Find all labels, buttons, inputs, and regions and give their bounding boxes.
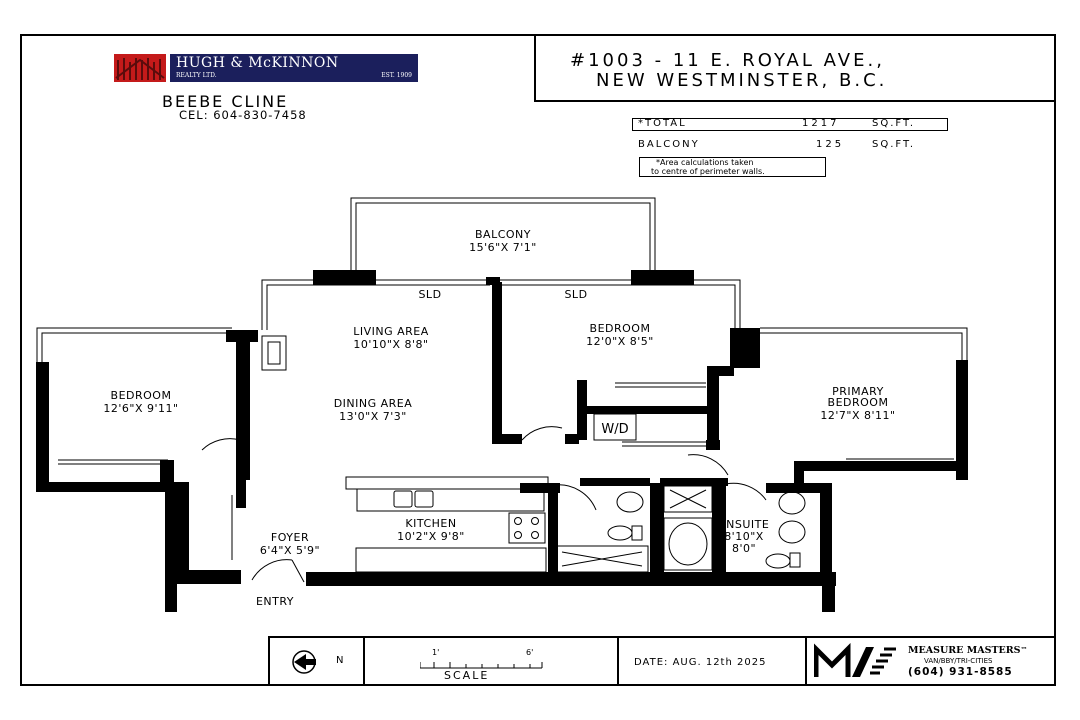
sld-left: SLD — [418, 288, 441, 301]
company-name: MEASURE MASTERS™ — [908, 645, 1028, 656]
bedroom2-dims: 12'0"X 8'5" — [586, 335, 654, 348]
total-area-value: 1217 — [802, 118, 840, 129]
address-line-1: #1003 - 11 E. ROYAL AVE., — [570, 50, 885, 71]
company-logo — [813, 642, 904, 679]
agent-phone: CEL: 604-830-7458 — [179, 108, 307, 122]
company-trademark: ™ — [1020, 645, 1028, 654]
dining-dims: 13'0"X 7'3" — [339, 410, 407, 423]
ensuite-dims-1: 8'10"X — [724, 530, 764, 543]
sld-right: SLD — [564, 288, 587, 301]
bedroom1-name: BEDROOM — [111, 389, 172, 402]
company-name-text: MEASURE MASTERS — [908, 645, 1021, 656]
balcony-area-unit: SQ.FT. — [872, 139, 916, 150]
dining-name: DINING AREA — [334, 397, 413, 410]
kitchen-dims: 10'2"X 9'8" — [397, 530, 465, 543]
realty-brand-name: HUGH & McKINNON — [176, 55, 339, 71]
scale-ticks — [420, 662, 543, 669]
total-area-box — [632, 118, 948, 131]
footer-divider-2 — [617, 636, 619, 686]
footer-divider-3 — [805, 636, 807, 686]
balcony-name: BALCONY — [475, 228, 531, 241]
footer-bar — [268, 636, 1056, 686]
north-arrow-icon — [292, 650, 316, 674]
balcony-dims: 15'6"X 7'1" — [469, 241, 537, 254]
bedroom2-name: BEDROOM — [590, 322, 651, 335]
living-name: LIVING AREA — [353, 325, 429, 338]
scale-1-label: 1' — [432, 648, 440, 657]
area-note-box — [639, 157, 826, 177]
company-phone: (604) 931-8585 — [908, 666, 1013, 678]
scale-label: SCALE — [444, 669, 490, 682]
realty-brand-sub: REALTY LTD. — [176, 72, 217, 79]
balcony-area-label: BALCONY — [638, 139, 700, 150]
scale-6-label: 6' — [526, 648, 534, 657]
plan-walls — [36, 270, 968, 612]
living-dims: 10'10"X 8'8" — [353, 338, 428, 351]
foyer-dims: 6'4"X 5'9" — [260, 544, 320, 557]
page-frame — [20, 34, 1056, 686]
primary-dims: 12'7"X 8'11" — [820, 409, 895, 422]
ensuite-name: ENSUITE — [719, 518, 770, 531]
bedroom1-dims: 12'6"X 9'11" — [103, 402, 178, 415]
entry-label: ENTRY — [256, 595, 294, 608]
footer-divider-1 — [363, 636, 365, 686]
kitchen-name: KITCHEN — [405, 517, 456, 530]
north-label: N — [336, 655, 344, 666]
scale-bar: 1' 6' SCALE — [410, 648, 550, 682]
address-box — [534, 34, 1056, 102]
area-note-line-2: to centre of perimeter walls. — [651, 167, 765, 176]
primary-name-1: PRIMARY — [832, 385, 884, 398]
ensuite-dims-2: 8'0" — [732, 542, 756, 555]
address-line-2: NEW WESTMINSTER, B.C. — [596, 70, 888, 91]
realty-logo-emblem — [114, 54, 166, 82]
total-area-label: *TOTAL — [638, 118, 687, 129]
realty-brand-est: EST. 1909 — [381, 72, 412, 79]
realty-logo-bar: HUGH & McKINNON REALTY LTD. EST. 1909 — [170, 54, 418, 82]
wd-label: W/D — [601, 422, 628, 437]
company-regions: VAN/BBY/TRI-CITIES — [924, 657, 993, 665]
realty-logo: HUGH & McKINNON REALTY LTD. EST. 1909 — [114, 54, 418, 82]
area-note-line-1: *Area calculations taken — [656, 158, 754, 167]
measure-masters-logo-icon — [813, 642, 896, 677]
plan-date: DATE: AUG. 12th 2025 — [634, 657, 767, 668]
north-arrow: N — [290, 650, 346, 674]
primary-name-2: BEDROOM — [828, 396, 889, 409]
total-area-unit: SQ.FT. — [872, 118, 916, 129]
agent-name: BEEBE CLINE — [162, 92, 289, 111]
balcony-area-value: 125 — [816, 139, 845, 150]
foyer-name: FOYER — [271, 531, 309, 544]
